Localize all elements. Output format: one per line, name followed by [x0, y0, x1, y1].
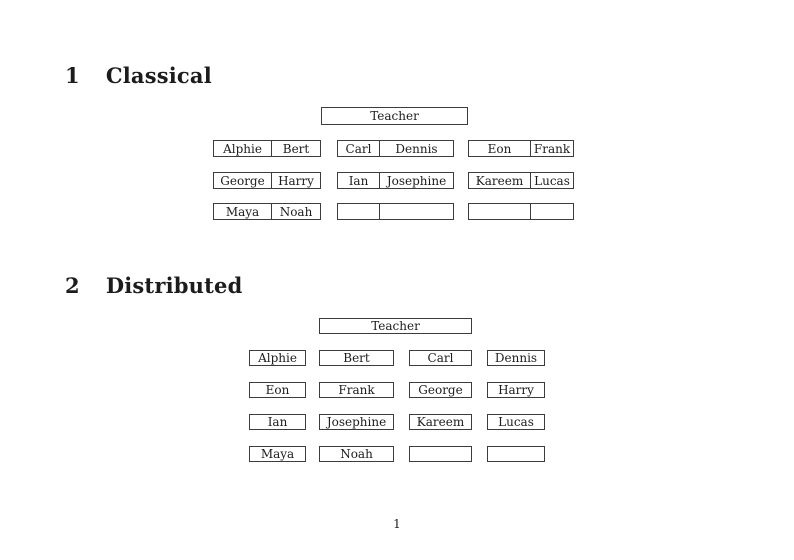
seat-cell: Carl — [345, 141, 372, 156]
desk — [337, 203, 454, 220]
seat-cell — [338, 204, 379, 219]
section-heading-classical: 1 Classical — [65, 65, 212, 86]
seat-cell: Alphie — [223, 141, 262, 156]
seat-cell: Dennis — [379, 141, 453, 156]
seat-box: Noah — [319, 446, 394, 462]
desk: Eon Frank — [468, 140, 574, 157]
seat-box: Alphie — [249, 350, 306, 366]
seat-cell: Eon — [487, 141, 512, 156]
seat-box: Eon — [249, 382, 306, 398]
seat-box: Bert — [319, 350, 394, 366]
section-number: 2 — [65, 273, 80, 298]
seat-cell: Harry — [271, 173, 320, 188]
seat-box: Carl — [409, 350, 472, 366]
seat-box: Ian — [249, 414, 306, 430]
seat-cell: Frank — [530, 141, 573, 156]
seat-cell: Bert — [271, 141, 320, 156]
distributed-teacher-box: Teacher — [319, 318, 472, 334]
section-title: Distributed — [105, 273, 243, 298]
seat-cell: Lucas — [530, 173, 573, 188]
page-number: 1 — [393, 517, 401, 531]
seat-box: Dennis — [487, 350, 545, 366]
seat-cell: Kareem — [475, 173, 524, 188]
desk: Maya Noah — [213, 203, 321, 220]
desk: Carl Dennis — [337, 140, 454, 157]
seat-box: Lucas — [487, 414, 545, 430]
section-title: Classical — [105, 63, 212, 88]
desk: Kareem Lucas — [468, 172, 574, 189]
seat-box — [487, 446, 545, 462]
seat-cell — [469, 204, 530, 219]
seat-box: Kareem — [409, 414, 472, 430]
desk: Ian Josephine — [337, 172, 454, 189]
seat-box: Maya — [249, 446, 306, 462]
seat-cell: Maya — [225, 204, 260, 219]
seat-cell: Josephine — [379, 173, 453, 188]
desk: George Harry — [213, 172, 321, 189]
desk — [468, 203, 574, 220]
desk: Alphie Bert — [213, 140, 321, 157]
seat-box: Frank — [319, 382, 394, 398]
seat-cell: Ian — [348, 173, 369, 188]
seat-box: Harry — [487, 382, 545, 398]
section-heading-distributed: 2 Distributed — [65, 275, 242, 296]
seat-box: George — [409, 382, 472, 398]
seat-box — [409, 446, 472, 462]
classical-teacher-box: Teacher — [321, 107, 468, 125]
seat-box: Josephine — [319, 414, 394, 430]
seat-cell: Noah — [271, 204, 320, 219]
section-number: 1 — [65, 63, 80, 88]
seat-cell — [379, 204, 453, 219]
seat-cell: George — [220, 173, 265, 188]
seat-cell — [530, 204, 573, 219]
